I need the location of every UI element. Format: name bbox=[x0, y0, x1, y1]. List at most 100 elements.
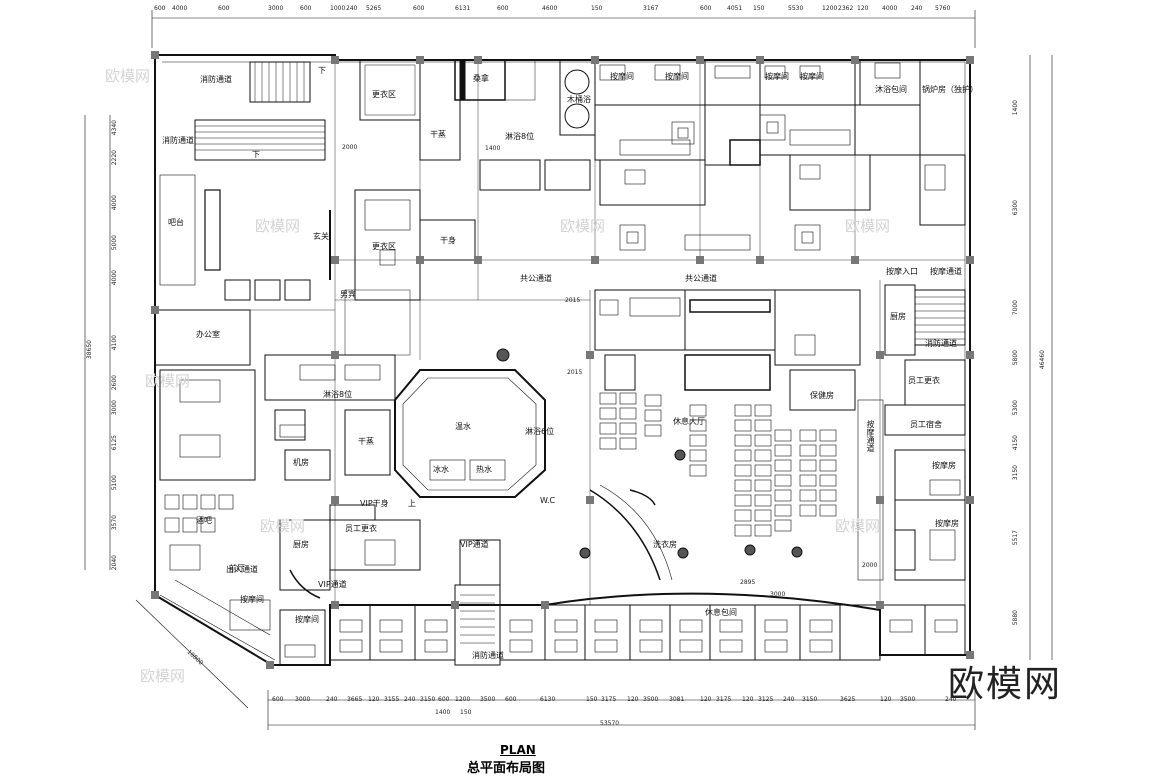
dimension-label: 3500 bbox=[480, 696, 496, 703]
dimension-label: 3000 bbox=[111, 400, 118, 416]
dimension-label: 3167 bbox=[643, 5, 659, 12]
dimension-label: 600 bbox=[272, 696, 284, 703]
room-label: 消防通道 bbox=[925, 339, 957, 348]
dimension-label: 2895 bbox=[740, 579, 756, 586]
dimension-label: 5100 bbox=[111, 475, 118, 491]
dimension-label: 2000 bbox=[342, 144, 358, 151]
dimension-label: 3665 bbox=[347, 696, 363, 703]
room-label: 按摩通道 bbox=[866, 420, 875, 452]
dimension-label: 7000 bbox=[1012, 300, 1019, 316]
room-label: 更衣区 bbox=[372, 90, 396, 99]
room-label: 机房 bbox=[293, 458, 309, 467]
dimension-label: 150 bbox=[586, 696, 598, 703]
dimension-label: 600 bbox=[497, 5, 509, 12]
dimension-label: 240 bbox=[404, 696, 416, 703]
dimension-label: 2040 bbox=[111, 555, 118, 571]
room-label: 吧台 bbox=[168, 218, 184, 227]
dimension-label: 3000 bbox=[770, 591, 786, 598]
room-label: 员工更衣 bbox=[908, 376, 940, 385]
dimension-label: 120 bbox=[742, 696, 754, 703]
dimension-label: 4000 bbox=[111, 270, 118, 286]
room-label: 按摩间 bbox=[610, 72, 634, 81]
dimension-label: 600 bbox=[700, 5, 712, 12]
room-label: 按摩间 bbox=[295, 615, 319, 624]
plan-title: PLAN bbox=[500, 743, 536, 757]
room-label: 出入通道 bbox=[226, 565, 258, 574]
dimension-label: 2015 bbox=[567, 369, 583, 376]
room-label: 员工更衣 bbox=[345, 524, 377, 533]
dimension-label: 3500 bbox=[900, 696, 916, 703]
room-label: 沐浴包间 bbox=[875, 85, 907, 94]
room-label: 厨房 bbox=[293, 540, 309, 549]
dimension-label: 38650 bbox=[86, 340, 93, 360]
dimension-label: 240 bbox=[911, 5, 923, 12]
dimension-label: 4340 bbox=[111, 120, 118, 136]
dimension-label: 600 bbox=[413, 5, 425, 12]
dimension-label: 3175 bbox=[716, 696, 732, 703]
dimension-label: 3625 bbox=[840, 696, 856, 703]
brand-watermark: 欧模网 bbox=[948, 664, 1063, 705]
dimension-label: 240 bbox=[945, 696, 957, 703]
dimension-label: 5517 bbox=[1012, 530, 1019, 546]
dimension-label: 240 bbox=[326, 696, 338, 703]
room-label: 木桶浴 bbox=[567, 95, 591, 104]
dimension-label: 4051 bbox=[727, 5, 743, 12]
room-label: 玄关 bbox=[313, 232, 329, 241]
dimension-label: 6300 bbox=[1012, 200, 1019, 216]
dimension-label: 1400 bbox=[485, 145, 501, 152]
dimension-label: 4000 bbox=[172, 5, 188, 12]
dimension-label: 2220 bbox=[111, 150, 118, 166]
dimension-label: 150 bbox=[753, 5, 765, 12]
room-label: 消防通道 bbox=[162, 136, 194, 145]
room-label: 洗衣房 bbox=[653, 540, 677, 549]
room-label: VIP通道 bbox=[460, 540, 489, 549]
dimension-label: 4000 bbox=[882, 5, 898, 12]
dimension-label: 2000 bbox=[862, 562, 878, 569]
dimension-label: 3150 bbox=[1012, 465, 1019, 481]
dimension-label: 4100 bbox=[111, 335, 118, 351]
dimension-label: 1200 bbox=[455, 696, 471, 703]
room-label: 桑拿 bbox=[473, 74, 489, 83]
room-label: 按摩间 bbox=[800, 72, 824, 81]
room-label: 干蒸 bbox=[358, 437, 374, 446]
dimension-label: 1400 bbox=[1012, 100, 1019, 116]
dimension-label: 150 bbox=[591, 5, 603, 12]
room-label: 更衣区 bbox=[372, 242, 396, 251]
dimension-label: 6130 bbox=[540, 696, 556, 703]
dimension-label: 3175 bbox=[601, 696, 617, 703]
dimension-label: 6125 bbox=[111, 435, 118, 451]
dimension-label: 5800 bbox=[1012, 350, 1019, 366]
dimension-label: 3000 bbox=[295, 696, 311, 703]
room-label: 男宾 bbox=[340, 290, 356, 299]
plan-subtitle: 总平面布局图 bbox=[467, 761, 546, 776]
room-label: 共公通道 bbox=[520, 274, 552, 283]
dimension-label: 5760 bbox=[935, 5, 951, 12]
watermark-light: 欧模网 bbox=[845, 217, 891, 235]
dimension-label: 600 bbox=[300, 5, 312, 12]
room-label: 按摩间 bbox=[240, 595, 264, 604]
room-label: 干蒸 bbox=[430, 130, 446, 139]
room-label: 热水 bbox=[476, 465, 492, 474]
dimension-label: 120 bbox=[368, 696, 380, 703]
room-label: 消防通道 bbox=[200, 75, 232, 84]
dimension-label: 240 bbox=[346, 5, 358, 12]
dimension-label: 600 bbox=[505, 696, 517, 703]
dimension-label: 240 bbox=[783, 696, 795, 703]
room-label: 前厅 bbox=[229, 564, 245, 573]
dimension-label: 3150 bbox=[420, 696, 436, 703]
room-label: 下 bbox=[252, 150, 260, 159]
dimension-label: 3000 bbox=[268, 5, 284, 12]
room-label: 下 bbox=[318, 66, 326, 75]
room-label: W.C bbox=[540, 496, 556, 505]
room-label: 淋浴8位 bbox=[323, 390, 353, 399]
watermark-light: 欧模网 bbox=[105, 67, 151, 85]
room-label: 按摩通道 bbox=[930, 267, 962, 276]
dimension-label: 2015 bbox=[565, 297, 581, 304]
dimension-label: 5300 bbox=[1012, 400, 1019, 416]
dimension-label: 3125 bbox=[758, 696, 774, 703]
dimension-label: 5000 bbox=[111, 235, 118, 251]
watermark-light: 欧模网 bbox=[255, 217, 301, 235]
dimension-label: 1400 bbox=[435, 709, 451, 716]
dimension-label: 1000 bbox=[330, 5, 346, 12]
dimension-label: 2362 bbox=[838, 5, 854, 12]
